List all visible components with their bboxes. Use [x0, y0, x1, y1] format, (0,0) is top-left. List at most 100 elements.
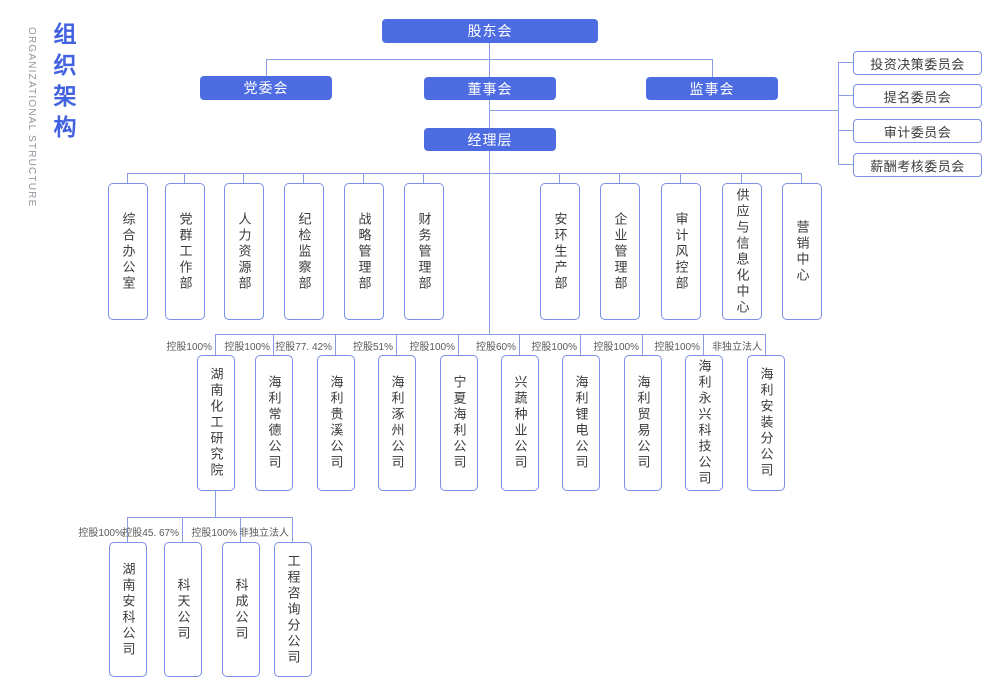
connector-line [182, 517, 183, 542]
connector-line [215, 334, 216, 355]
dept-box-label: 审计风控部 [673, 211, 689, 292]
ownership-label: 非独立法人 [678, 338, 762, 353]
connector-line [303, 173, 304, 183]
connector-line [273, 334, 274, 355]
connector-line [642, 334, 643, 355]
subsidiary-box: 海利贵溪公司 [317, 355, 355, 491]
connector-line [266, 59, 267, 76]
connector-line [712, 59, 713, 77]
subsidiary-box: 湖南化工研究院 [197, 355, 235, 491]
connector-line [741, 173, 742, 183]
node-supervisory-board: 监事会 [646, 77, 778, 100]
subsidiary-box: 兴蔬种业公司 [501, 355, 539, 491]
dept-box: 战略管理部 [344, 183, 384, 320]
institute-subsidiary-box: 湖南安科公司 [109, 542, 147, 677]
subsidiary-box: 宁夏海利公司 [440, 355, 478, 491]
subsidiary-box-label: 海利常德公司 [266, 375, 282, 471]
dept-box-label: 党群工作部 [177, 211, 193, 292]
subsidiary-box-label: 海利永兴科技公司 [696, 359, 712, 487]
institute-subsidiary-box-label: 湖南安科公司 [120, 561, 136, 658]
node-board-of-directors: 董事会 [424, 77, 556, 100]
dept-box-label: 安环生产部 [552, 211, 568, 292]
subsidiary-box-label: 海利安装分公司 [758, 367, 774, 479]
connector-line [184, 173, 185, 183]
dept-box: 安环生产部 [540, 183, 580, 320]
dept-box: 企业管理部 [600, 183, 640, 320]
dept-box: 综合办公室 [108, 183, 148, 320]
connector-line [243, 173, 244, 183]
dept-box: 党群工作部 [165, 183, 205, 320]
dept-box-label: 纪检监察部 [296, 211, 312, 292]
connector-line [335, 334, 336, 355]
connector-line [838, 130, 853, 131]
connector-line [215, 489, 216, 517]
connector-line [801, 173, 802, 183]
connector-line [423, 173, 424, 183]
dept-box: 纪检监察部 [284, 183, 324, 320]
ownership-label: 控股100% [40, 524, 124, 539]
ownership-label-label: 控股100% [593, 342, 639, 353]
subsidiary-box: 海利锂电公司 [562, 355, 600, 491]
page-subtitle-en: ORGANIZATIONAL STRUCTURE [26, 27, 37, 208]
subsidiary-box-label: 湖南化工研究院 [208, 367, 224, 479]
subsidiary-box: 海利永兴科技公司 [685, 355, 723, 491]
ownership-label-label: 控股100% [654, 342, 700, 353]
dept-box-label: 人力资源部 [236, 211, 252, 292]
ownership-label-label: 控股100% [531, 342, 577, 353]
dept-box-label: 企业管理部 [612, 211, 628, 292]
dept-box: 供应与信息化中心 [722, 183, 762, 320]
subsidiary-box-label: 海利贵溪公司 [328, 375, 344, 471]
node-management-level: 经理层 [424, 128, 556, 151]
ownership-label-label: 非独立法人 [239, 528, 289, 539]
ownership-label-label: 控股100% [78, 528, 124, 539]
ownership-label-label: 控股45. 67% [122, 528, 179, 539]
ownership-label: 控股45. 67% [95, 524, 179, 539]
connector-line [215, 334, 766, 335]
subsidiary-box-label: 兴蔬种业公司 [512, 375, 528, 471]
connector-line [292, 517, 293, 542]
dept-box: 财务管理部 [404, 183, 444, 320]
ownership-label: 控股100% [153, 524, 237, 539]
ownership-label: 非独立法人 [205, 524, 289, 539]
ownership-label: 控股100% [186, 338, 270, 353]
connector-line [127, 173, 802, 174]
dept-box-label: 战略管理部 [356, 211, 372, 292]
connector-line [489, 59, 490, 77]
connector-line [127, 173, 128, 183]
institute-subsidiary-box: 科天公司 [164, 542, 202, 677]
dept-box: 人力资源部 [224, 183, 264, 320]
connector-line [519, 334, 520, 355]
ownership-label-label: 控股60% [475, 342, 516, 353]
connector-line [838, 164, 853, 165]
connector-line [838, 95, 853, 96]
subsidiary-box-label: 海利涿州公司 [389, 375, 405, 471]
ownership-label: 控股100% [555, 338, 639, 353]
page-title: 组织架构 [50, 22, 76, 146]
dept-box-label: 财务管理部 [416, 211, 432, 292]
connector-line [703, 334, 704, 355]
ownership-label: 控股60% [432, 338, 516, 353]
ownership-label: 控股100% [616, 338, 700, 353]
institute-subsidiary-box-label: 科成公司 [233, 577, 249, 642]
node-nomination-committee: 提名委员会 [853, 84, 982, 108]
ownership-label-label: 控股77. 42% [275, 342, 332, 353]
connector-line [396, 334, 397, 355]
institute-subsidiary-box-label: 工程咨询分公司 [285, 553, 301, 666]
connector-line [680, 173, 681, 183]
connector-line [619, 173, 620, 183]
connector-line [363, 173, 364, 183]
connector-line [765, 334, 766, 355]
ownership-label: 控股100% [371, 338, 455, 353]
connector-line [127, 517, 293, 518]
ownership-label: 控股77. 42% [248, 338, 332, 353]
ownership-label-label: 控股100% [191, 528, 237, 539]
connector-line [559, 173, 560, 183]
node-investment-decision-committee: 投资决策委员会 [853, 51, 982, 75]
node-shareholders-meeting: 股东会 [382, 19, 598, 43]
subsidiary-box-label: 宁夏海利公司 [451, 375, 467, 471]
connector-line [489, 110, 838, 111]
subsidiary-box: 海利常德公司 [255, 355, 293, 491]
institute-subsidiary-box-label: 科天公司 [175, 577, 191, 642]
node-compensation-committee: 薪酬考核委员会 [853, 153, 982, 177]
